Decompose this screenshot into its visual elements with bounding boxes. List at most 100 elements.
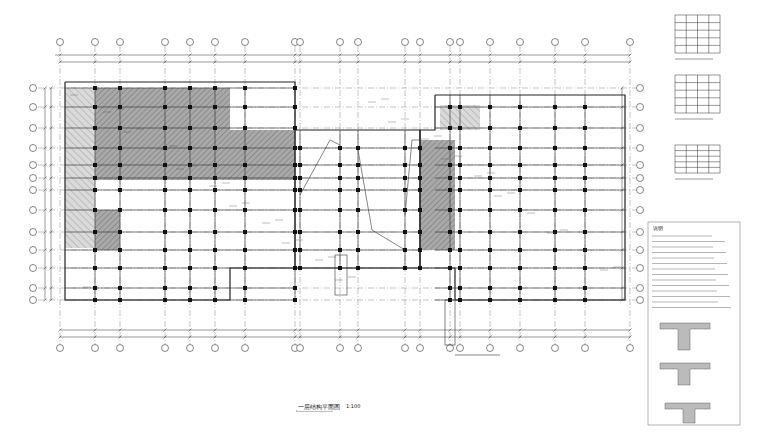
column (448, 230, 452, 234)
dimension-tick (50, 209, 53, 212)
column (583, 230, 587, 234)
dimension-tick (44, 127, 47, 130)
axis-bubble (517, 345, 524, 352)
column (293, 86, 297, 90)
column (518, 298, 522, 302)
axis-bubble (297, 39, 304, 46)
annotation-mark (136, 129, 144, 130)
axis-bubble (117, 39, 124, 46)
dimension-tick (214, 329, 217, 332)
axis-bubble (487, 345, 494, 352)
axis-bubble (337, 345, 344, 352)
axis-bubble (30, 85, 37, 92)
column (93, 126, 97, 130)
axis-bubble (637, 125, 644, 132)
axis-bubble (30, 297, 37, 304)
beam (65, 232, 295, 233)
column (163, 208, 167, 212)
beam (435, 148, 625, 149)
dimension-tick (44, 177, 47, 180)
column (488, 146, 492, 150)
note-line (652, 307, 731, 308)
dimension-tick (119, 336, 122, 339)
note-line (652, 280, 716, 281)
column (213, 208, 217, 212)
dimension-line (60, 62, 630, 63)
dimension-tick (59, 61, 62, 64)
column (338, 266, 342, 270)
stair (445, 300, 455, 345)
dimension-tick (50, 127, 53, 130)
table-col (686, 75, 687, 113)
beam (435, 128, 625, 129)
beam (300, 130, 301, 268)
beam (65, 190, 295, 191)
column (243, 86, 247, 90)
notes-heading: 说明 (652, 226, 664, 232)
column (188, 126, 192, 130)
annotation-mark (348, 277, 356, 278)
column (518, 105, 522, 109)
annotation-mark (527, 213, 535, 214)
axis-bubble (637, 145, 644, 152)
annotation-mark (275, 220, 283, 221)
column (93, 298, 97, 302)
annotation-mark (229, 206, 237, 207)
building-outline (65, 82, 625, 300)
column (298, 230, 302, 234)
axis-bubble (212, 345, 219, 352)
axis-bubble (57, 345, 64, 352)
note-line (652, 269, 715, 270)
column (293, 105, 297, 109)
dimension-tick (459, 54, 462, 57)
stair (335, 255, 347, 295)
table (675, 15, 720, 53)
column (458, 188, 462, 192)
column (518, 208, 522, 212)
column (243, 266, 247, 270)
beam (65, 165, 295, 166)
note-line (652, 241, 725, 242)
column (448, 176, 452, 180)
dimension-tick (519, 336, 522, 339)
column (298, 163, 302, 167)
column (448, 146, 452, 150)
beam (65, 178, 295, 179)
dimension-tick (357, 336, 360, 339)
outline (295, 130, 420, 268)
column (163, 266, 167, 270)
dimension-tick (59, 329, 62, 332)
table (675, 145, 720, 173)
column (553, 248, 557, 252)
dimension-tick (164, 61, 167, 64)
column (293, 266, 297, 270)
column (403, 230, 407, 234)
dimension-lines (44, 54, 632, 339)
dimension-tick (404, 336, 407, 339)
beam (65, 300, 295, 301)
dimension-tick (299, 336, 302, 339)
column (298, 266, 302, 270)
dimension-tick (339, 61, 342, 64)
dimension-tick (419, 61, 422, 64)
axis-bubble (417, 345, 424, 352)
axis-bubble (30, 104, 37, 111)
dimension-tick (244, 329, 247, 332)
dimension-tick (50, 106, 53, 109)
axis-bubble (212, 39, 219, 46)
dimension-tick (554, 336, 557, 339)
column (298, 188, 302, 192)
dimension-tick (50, 249, 53, 252)
dimension-tick (419, 329, 422, 332)
dimension-tick (44, 189, 47, 192)
axis-bubble (627, 345, 634, 352)
beam (435, 288, 625, 289)
column (118, 86, 122, 90)
hatched-slab (95, 210, 120, 250)
column (213, 188, 217, 192)
column (583, 146, 587, 150)
dimension-tick (629, 329, 632, 332)
dimension-tick (50, 177, 53, 180)
annotation-mark (560, 230, 568, 231)
dimension-tick (189, 336, 192, 339)
